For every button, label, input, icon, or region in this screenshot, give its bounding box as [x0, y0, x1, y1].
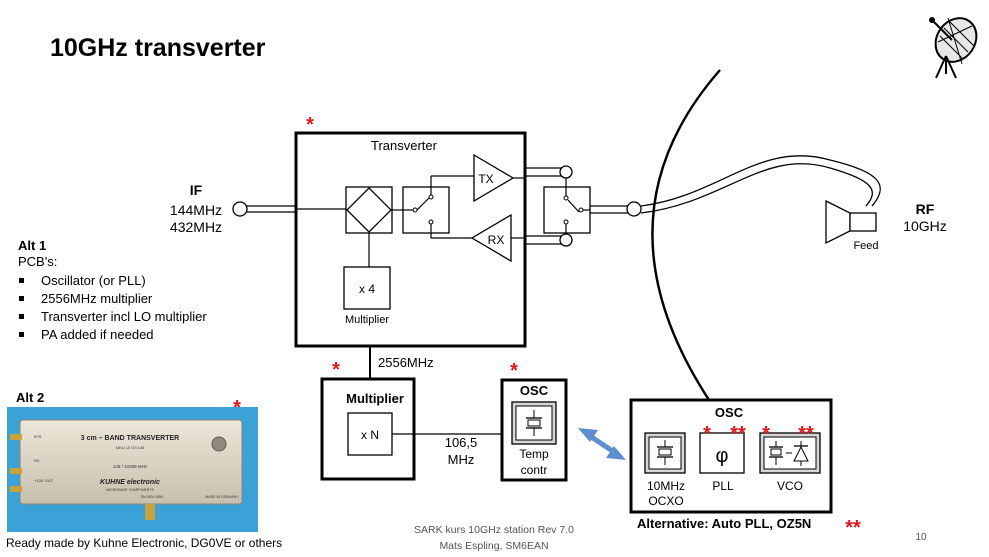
xn-value: x N: [361, 428, 379, 442]
multiplier-mark: *: [332, 359, 340, 381]
alt2-caption: Ready made by Kuhne Electronic, DG0VE or…: [6, 536, 282, 550]
osc-mark: *: [510, 360, 518, 382]
list-item: Transverter incl LO multiplier: [41, 309, 207, 324]
dish-reflector: [651, 69, 731, 431]
osc-temp-line1: Temp: [519, 447, 549, 461]
alt1-list: Oscillator (or PLL) 2556MHz multiplier T…: [19, 273, 207, 342]
double-arrow-icon: [578, 428, 626, 460]
kuhne-transverter-photo: 3 cm – BAND TRANSVERTER MKU 10 G3 146 14…: [7, 407, 258, 532]
photo-rx-label: RX: [34, 458, 40, 463]
photo-model: MKU 10 G3 146: [116, 445, 145, 450]
tx-label: TX: [478, 172, 493, 186]
alt1-sub: PCB's:: [18, 254, 57, 269]
pll-label: PLL: [712, 479, 734, 493]
footer-line1: SARK kurs 10GHz station Rev 7.0: [414, 524, 574, 536]
alt1-heading: Alt 1: [18, 238, 46, 253]
osc-label: OSC: [520, 383, 549, 398]
photo-band-label: 3 cm – BAND TRANSVERTER: [81, 435, 179, 442]
x4-value: x 4: [359, 282, 375, 296]
link-freq-value: 106,5: [445, 435, 478, 450]
feed-coax: [640, 155, 881, 207]
tr-switch-external: [543, 178, 591, 234]
list-item: 2556MHz multiplier: [41, 291, 153, 306]
page-title: 10GHz transverter: [50, 34, 266, 62]
xn-box: [347, 412, 393, 456]
lo-link-freq: 2556MHz: [378, 355, 434, 370]
photo-brand: KUHNE electronic: [100, 479, 160, 486]
if-freq-432: 432MHz: [170, 219, 222, 235]
vco-icon: [759, 432, 821, 474]
alt2-heading: Alt 2: [16, 390, 44, 405]
pll-box: [699, 432, 745, 474]
external-multiplier-label: Multiplier: [346, 391, 404, 406]
photo-brand-sub: MICROWAVE COMPONENTS: [106, 488, 154, 492]
photo-freq: 146 / 10368 MHz: [113, 464, 148, 469]
vco-label: VCO: [777, 479, 803, 493]
x4-multiplier-box: [343, 266, 391, 310]
photo-origin: MADE IN GERMANY: [205, 495, 239, 499]
rf-label: RF: [916, 201, 935, 217]
if-connector: [232, 201, 248, 217]
alt-osc-caption: Alternative: Auto PLL, OZ5N: [637, 516, 811, 531]
rf-freq: 10GHz: [903, 218, 947, 234]
transverter-mark: *: [306, 114, 314, 136]
page-number: 10: [915, 532, 927, 543]
list-item: Oscillator (or PLL): [41, 273, 146, 288]
rx-connector: [559, 233, 573, 247]
crystal-icon: [511, 401, 557, 445]
satellite-dish-icon: [929, 17, 978, 79]
tr-switch-internal: [402, 176, 450, 238]
list-bullet: [19, 332, 24, 337]
list-bullet: [19, 296, 24, 301]
rx-label: RX: [488, 233, 505, 247]
if-label: IF: [190, 182, 203, 198]
pll-double-mark: **: [730, 423, 746, 445]
if-freq-144: 144MHz: [170, 202, 222, 218]
feed-label: Feed: [853, 240, 878, 252]
x4-label: Multiplier: [345, 314, 389, 326]
photo-v-label: +13V OUT: [34, 478, 54, 483]
tx-connector: [559, 165, 573, 179]
list-bullet: [19, 278, 24, 283]
ocxo-crystal-icon: [644, 432, 686, 474]
footer-line2: Mats Espling, SM6EAN: [439, 540, 548, 552]
tx-amplifier: [473, 153, 515, 203]
feed-horn-icon: [825, 199, 877, 245]
vco-double-mark: **: [798, 423, 814, 445]
list-item: PA added if needed: [41, 327, 154, 342]
pll-symbol: φ: [716, 445, 729, 467]
transverter-label: Transverter: [371, 138, 438, 153]
photo-serial: SN 0001 0054: [141, 495, 163, 499]
photo-if-label: IF/S: [34, 434, 42, 439]
ocxo-line1: 10MHz: [647, 479, 685, 493]
alt-osc-label: OSC: [715, 405, 744, 420]
osc-temp-line2: contr: [521, 463, 548, 477]
alt-osc-caption-mark: **: [845, 517, 861, 539]
vco-mark: *: [762, 423, 770, 445]
antenna-connector: [626, 201, 642, 217]
list-bullet: [19, 314, 24, 319]
pll-mark: *: [703, 423, 711, 445]
ocxo-line2: OCXO: [648, 494, 683, 508]
mixer-symbol: [345, 186, 393, 234]
link-freq-unit: MHz: [448, 452, 475, 467]
